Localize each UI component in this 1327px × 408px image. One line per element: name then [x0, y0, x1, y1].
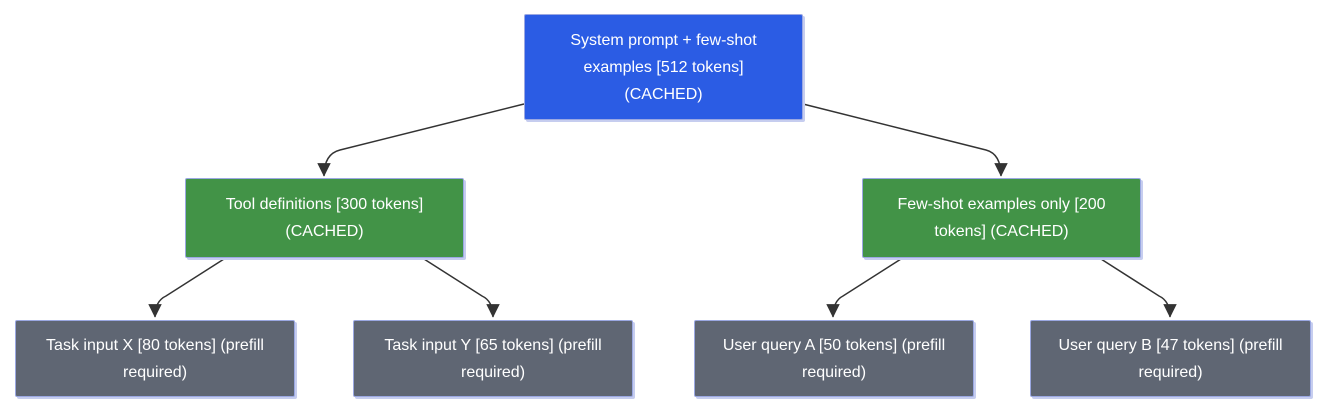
node-label-line: (CACHED): [624, 85, 703, 103]
node-label-line: required): [122, 363, 188, 381]
node-label-line: examples [512 tokens]: [583, 58, 744, 76]
node-label-line: (CACHED): [285, 223, 364, 240]
node-user-query-a: User query A [50 tokens] (prefill requir…: [694, 320, 974, 397]
node-label-line: required): [801, 363, 867, 381]
node-task-input-x: Task input X [80 tokens] (prefill requir…: [15, 320, 295, 397]
node-label-line: tokens] (CACHED): [934, 223, 1069, 240]
edge-fewshot-to-queryb: [1100, 258, 1177, 318]
node-label-line: System prompt + few-shot: [570, 31, 757, 49]
node-label-line: required): [460, 363, 526, 381]
edge-fewshot-to-querya: [826, 258, 902, 318]
node-user-query-b: User query B [47 tokens] (prefill requir…: [1030, 320, 1311, 397]
edge-root-to-fewshot: [802, 103, 1008, 177]
edge-root-to-tools: [317, 103, 525, 177]
node-label-line: required): [1138, 363, 1203, 381]
node-task-input-y: Task input Y [65 tokens] (prefill requir…: [353, 320, 633, 397]
node-tool-definitions: Tool definitions [300 tokens] (CACHED): [185, 178, 464, 258]
node-label-line: Tool definitions [300 tokens]: [225, 196, 424, 213]
node-label-line: User query A [50 tokens] (prefill: [722, 336, 946, 354]
node-label-line: Task input X [80 tokens] (prefill: [46, 336, 264, 354]
node-few-shot-only: Few-shot examples only [200 tokens] (CAC…: [862, 178, 1141, 258]
node-label-line: User query B [47 tokens] (prefill: [1058, 336, 1283, 354]
node-system-prompt: System prompt + few-shot examples [512 t…: [524, 14, 803, 120]
node-label-line: Task input Y [65 tokens] (prefill: [384, 336, 602, 354]
node-label-line: Few-shot examples only [200: [897, 196, 1106, 213]
edge-tools-to-tasky: [423, 258, 500, 318]
edge-tools-to-taskx: [148, 258, 225, 318]
